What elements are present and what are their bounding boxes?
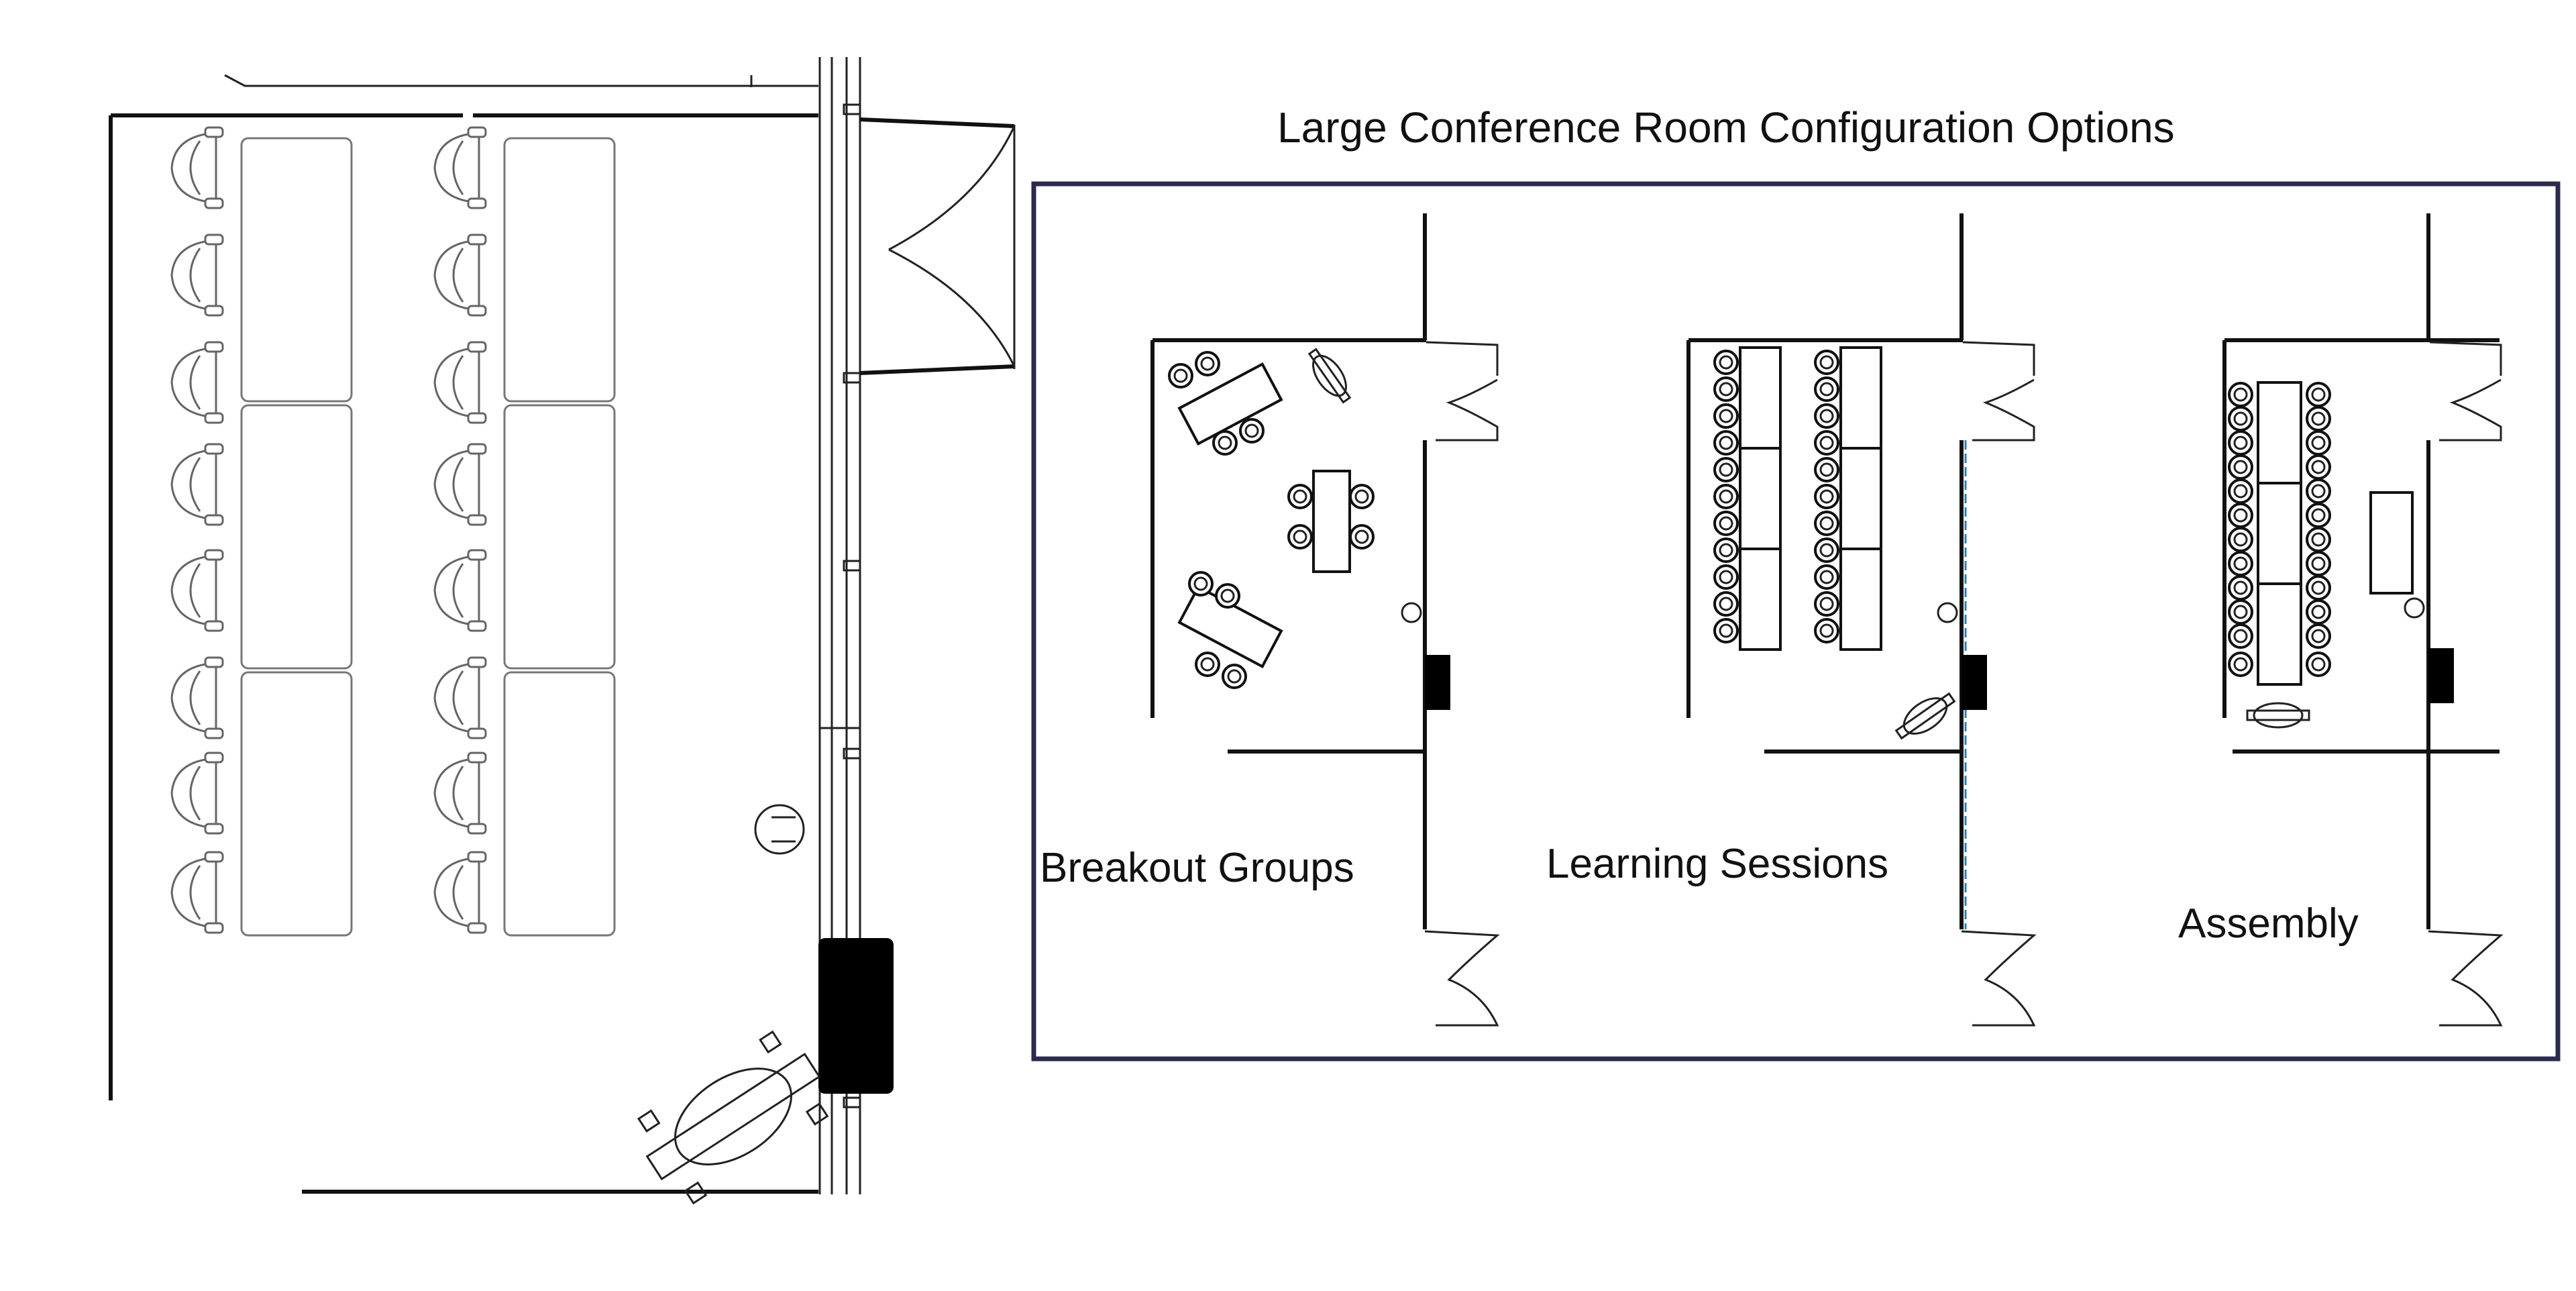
chair-icon bbox=[1195, 351, 1220, 376]
chair-icon bbox=[2306, 623, 2331, 649]
chair-icon bbox=[170, 656, 224, 739]
main-room-door bbox=[859, 117, 1016, 375]
breakout-groups-plan bbox=[1150, 213, 1500, 1027]
chair-icon bbox=[2228, 599, 2253, 625]
chair-icon bbox=[1239, 418, 1265, 444]
assembly-chairs bbox=[2228, 382, 2331, 677]
chair-icon bbox=[2306, 527, 2331, 552]
layout-label-assembly: Assembly bbox=[2178, 900, 2359, 947]
chair-icon bbox=[1168, 363, 1193, 389]
chair-icon bbox=[170, 341, 224, 424]
chair-icon bbox=[433, 656, 487, 739]
chair-icon bbox=[2228, 623, 2253, 649]
main-table-column-1 bbox=[240, 137, 353, 937]
chair-icon bbox=[433, 443, 487, 526]
chair-icon bbox=[2306, 430, 2331, 456]
chair-icon bbox=[433, 234, 487, 317]
chair-icon bbox=[2306, 503, 2331, 528]
chair-icon bbox=[1814, 591, 1839, 617]
chair-icon bbox=[1814, 376, 1839, 402]
configuration-frame bbox=[1031, 181, 2561, 1062]
chair-icon bbox=[2228, 551, 2253, 576]
chair-icon bbox=[170, 443, 224, 526]
chair-icon bbox=[1349, 484, 1375, 509]
chair-icon bbox=[2228, 406, 2253, 431]
chair-icon bbox=[2306, 599, 2331, 625]
chair-icon bbox=[433, 126, 487, 209]
chair-icon bbox=[433, 851, 487, 934]
chair-icon bbox=[2306, 551, 2331, 576]
chair-icon bbox=[2228, 503, 2253, 528]
main-room-plan bbox=[109, 57, 1016, 1205]
chair-icon bbox=[170, 234, 224, 317]
main-room-right-wall bbox=[818, 57, 894, 1194]
chair-icon bbox=[1814, 537, 1839, 563]
chair-icon bbox=[1713, 511, 1739, 536]
chair-icon bbox=[2228, 382, 2253, 407]
chair-icon bbox=[2306, 652, 2331, 677]
chair-icon bbox=[1713, 457, 1739, 482]
chair-icon bbox=[1713, 376, 1739, 402]
learning-tables bbox=[1739, 346, 1882, 651]
layout-label-breakout: Breakout Groups bbox=[1040, 845, 1354, 891]
chair-icon bbox=[2228, 478, 2253, 504]
chair-icon bbox=[1713, 403, 1739, 429]
chair-icon bbox=[1713, 484, 1739, 509]
main-podium bbox=[637, 1030, 829, 1205]
chair-icon bbox=[1814, 564, 1839, 590]
chair-icon bbox=[2228, 652, 2253, 677]
breakout-chairs bbox=[1168, 351, 1375, 689]
chair-icon bbox=[170, 851, 224, 934]
chair-icon bbox=[2228, 527, 2253, 552]
chair-icon bbox=[1188, 571, 1214, 597]
chair-icon bbox=[2306, 406, 2331, 431]
chair-icon bbox=[2228, 575, 2253, 601]
layout-label-learning: Learning Sessions bbox=[1546, 841, 1889, 887]
chair-icon bbox=[1713, 537, 1739, 563]
chair-icon bbox=[1195, 652, 1220, 677]
chair-icon bbox=[433, 752, 487, 835]
main-chairs-column-2 bbox=[433, 126, 487, 934]
main-wall-symbol bbox=[754, 804, 805, 855]
chair-icon bbox=[1713, 430, 1739, 456]
chair-icon bbox=[1222, 664, 1247, 689]
chair-icon bbox=[1814, 618, 1839, 643]
chair-icon bbox=[1814, 403, 1839, 429]
chair-icon bbox=[1814, 457, 1839, 482]
chair-icon bbox=[2306, 382, 2331, 407]
chair-icon bbox=[2228, 454, 2253, 480]
assembly-tables bbox=[2257, 381, 2302, 686]
chair-icon bbox=[1287, 524, 1313, 550]
chair-icon bbox=[1713, 350, 1739, 375]
chair-icon bbox=[1713, 564, 1739, 590]
chair-icon bbox=[170, 126, 224, 209]
main-column-block bbox=[818, 938, 894, 1094]
learning-chairs bbox=[1713, 350, 1839, 643]
chair-icon bbox=[1814, 430, 1839, 456]
chair-icon bbox=[170, 752, 224, 835]
chair-icon bbox=[2306, 575, 2331, 601]
chair-icon bbox=[170, 549, 224, 632]
chair-icon bbox=[2306, 454, 2331, 480]
chair-icon bbox=[1212, 430, 1238, 456]
chair-icon bbox=[1713, 618, 1739, 643]
chair-icon bbox=[2306, 478, 2331, 504]
main-chairs-column-1 bbox=[170, 126, 224, 934]
chair-icon bbox=[1814, 350, 1839, 375]
page-title: Large Conference Room Configuration Opti… bbox=[1277, 103, 2175, 152]
learning-sessions-plan bbox=[1686, 213, 2037, 1027]
chair-icon bbox=[1814, 484, 1839, 509]
chair-icon bbox=[433, 549, 487, 632]
chair-icon bbox=[433, 341, 487, 424]
chair-icon bbox=[1349, 524, 1375, 550]
main-table-column-2 bbox=[503, 137, 616, 937]
chair-icon bbox=[2228, 430, 2253, 456]
chair-icon bbox=[1713, 591, 1739, 617]
assembly-plan bbox=[2222, 213, 2504, 1027]
chair-icon bbox=[1215, 583, 1240, 609]
chair-icon bbox=[1287, 484, 1313, 509]
chair-icon bbox=[1814, 511, 1839, 536]
